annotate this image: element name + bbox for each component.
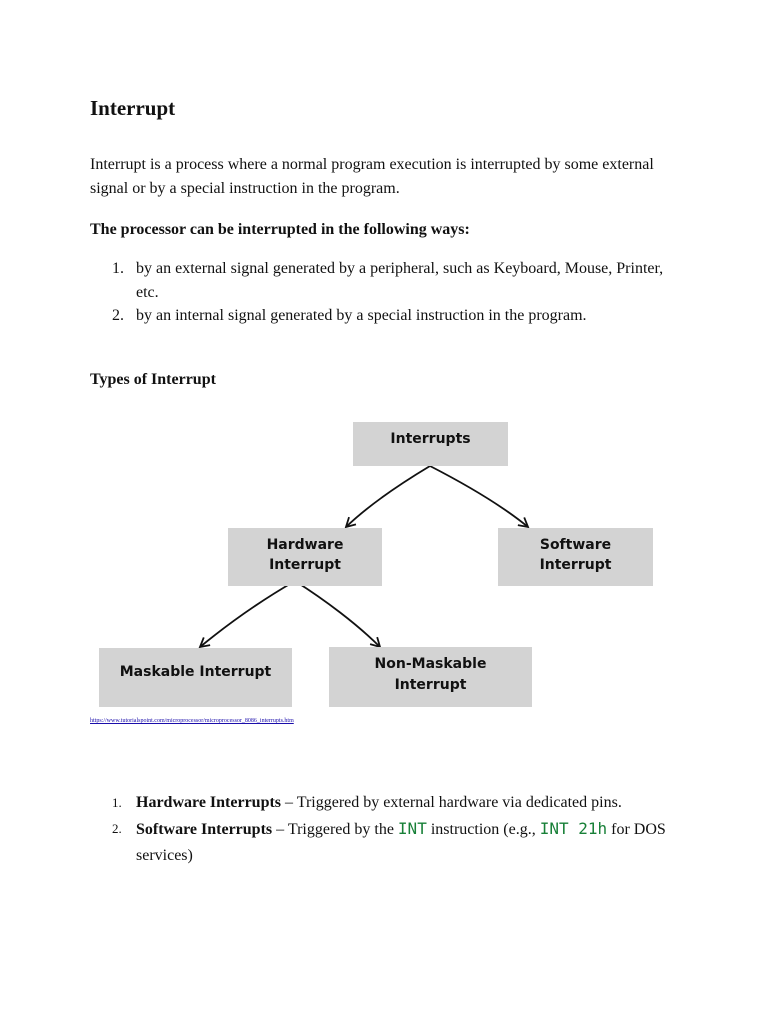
node-label: Hardware [267,537,344,553]
node-software-interrupt: Software Interrupt [498,528,653,586]
ways-heading: The processor can be interrupted in the … [90,221,470,238]
interrupt-types-diagram: Interrupts Hardware Interrupt Software I… [99,422,653,707]
list-number: 2. [112,307,124,324]
node-non-maskable-interrupt: Non-Maskable Interrupt [329,647,532,707]
list-item: 2. by an internal signal generated by a … [90,304,680,328]
intro-paragraph: Interrupt is a process where a normal pr… [90,156,654,197]
list-item: 1. Hardware Interrupts – Triggered by ex… [90,790,690,816]
arrow-hardware-to-nonmaskable [294,580,382,649]
inline-code: INT 21h [539,819,608,838]
list-item-text: – Triggered by the [272,821,398,838]
list-item-text: instruction (e.g., [426,821,540,838]
list-item-text: – Triggered by external hardware via ded… [281,794,622,811]
list-item: 1. by an external signal generated by a … [90,257,680,304]
ways-list: 1. by an external signal generated by a … [90,257,680,328]
list-item-text: for DOS services) [136,821,666,864]
list-number: 2. [112,821,122,836]
node-hardware-interrupt: Hardware Interrupt [228,528,382,586]
types-list: 1. Hardware Interrupts – Triggered by ex… [90,790,690,869]
list-item-text: by an internal signal generated by a spe… [136,307,587,324]
list-number: 1. [112,795,122,810]
node-label: Interrupt [395,677,467,693]
list-item: 2. Software Interrupts – Triggered by th… [90,816,690,869]
node-interrupts: Interrupts [353,422,508,466]
list-item-text: by an external signal generated by a per… [136,260,664,301]
arrow-hardware-to-maskable [198,580,296,649]
list-number: 1. [112,260,124,277]
node-label: Interrupts [390,431,470,447]
arrow-root-to-software [429,465,530,529]
node-label: Software [540,537,611,553]
node-label: Interrupt [540,557,612,573]
node-label: Non-Maskable [375,656,487,672]
source-link[interactable]: https://www.tutorialspoint.com/microproc… [90,718,294,724]
list-item-term: Software Interrupts [136,821,273,838]
node-maskable-interrupt: Maskable Interrupt [99,648,292,707]
inline-code: INT [397,819,427,838]
list-item-term: Hardware Interrupts [136,794,282,811]
arrow-root-to-hardware [344,465,431,529]
node-label: Maskable Interrupt [120,664,272,680]
page-title: Interrupt [90,96,176,120]
node-label: Interrupt [269,557,341,573]
types-heading: Types of Interrupt [90,371,216,388]
